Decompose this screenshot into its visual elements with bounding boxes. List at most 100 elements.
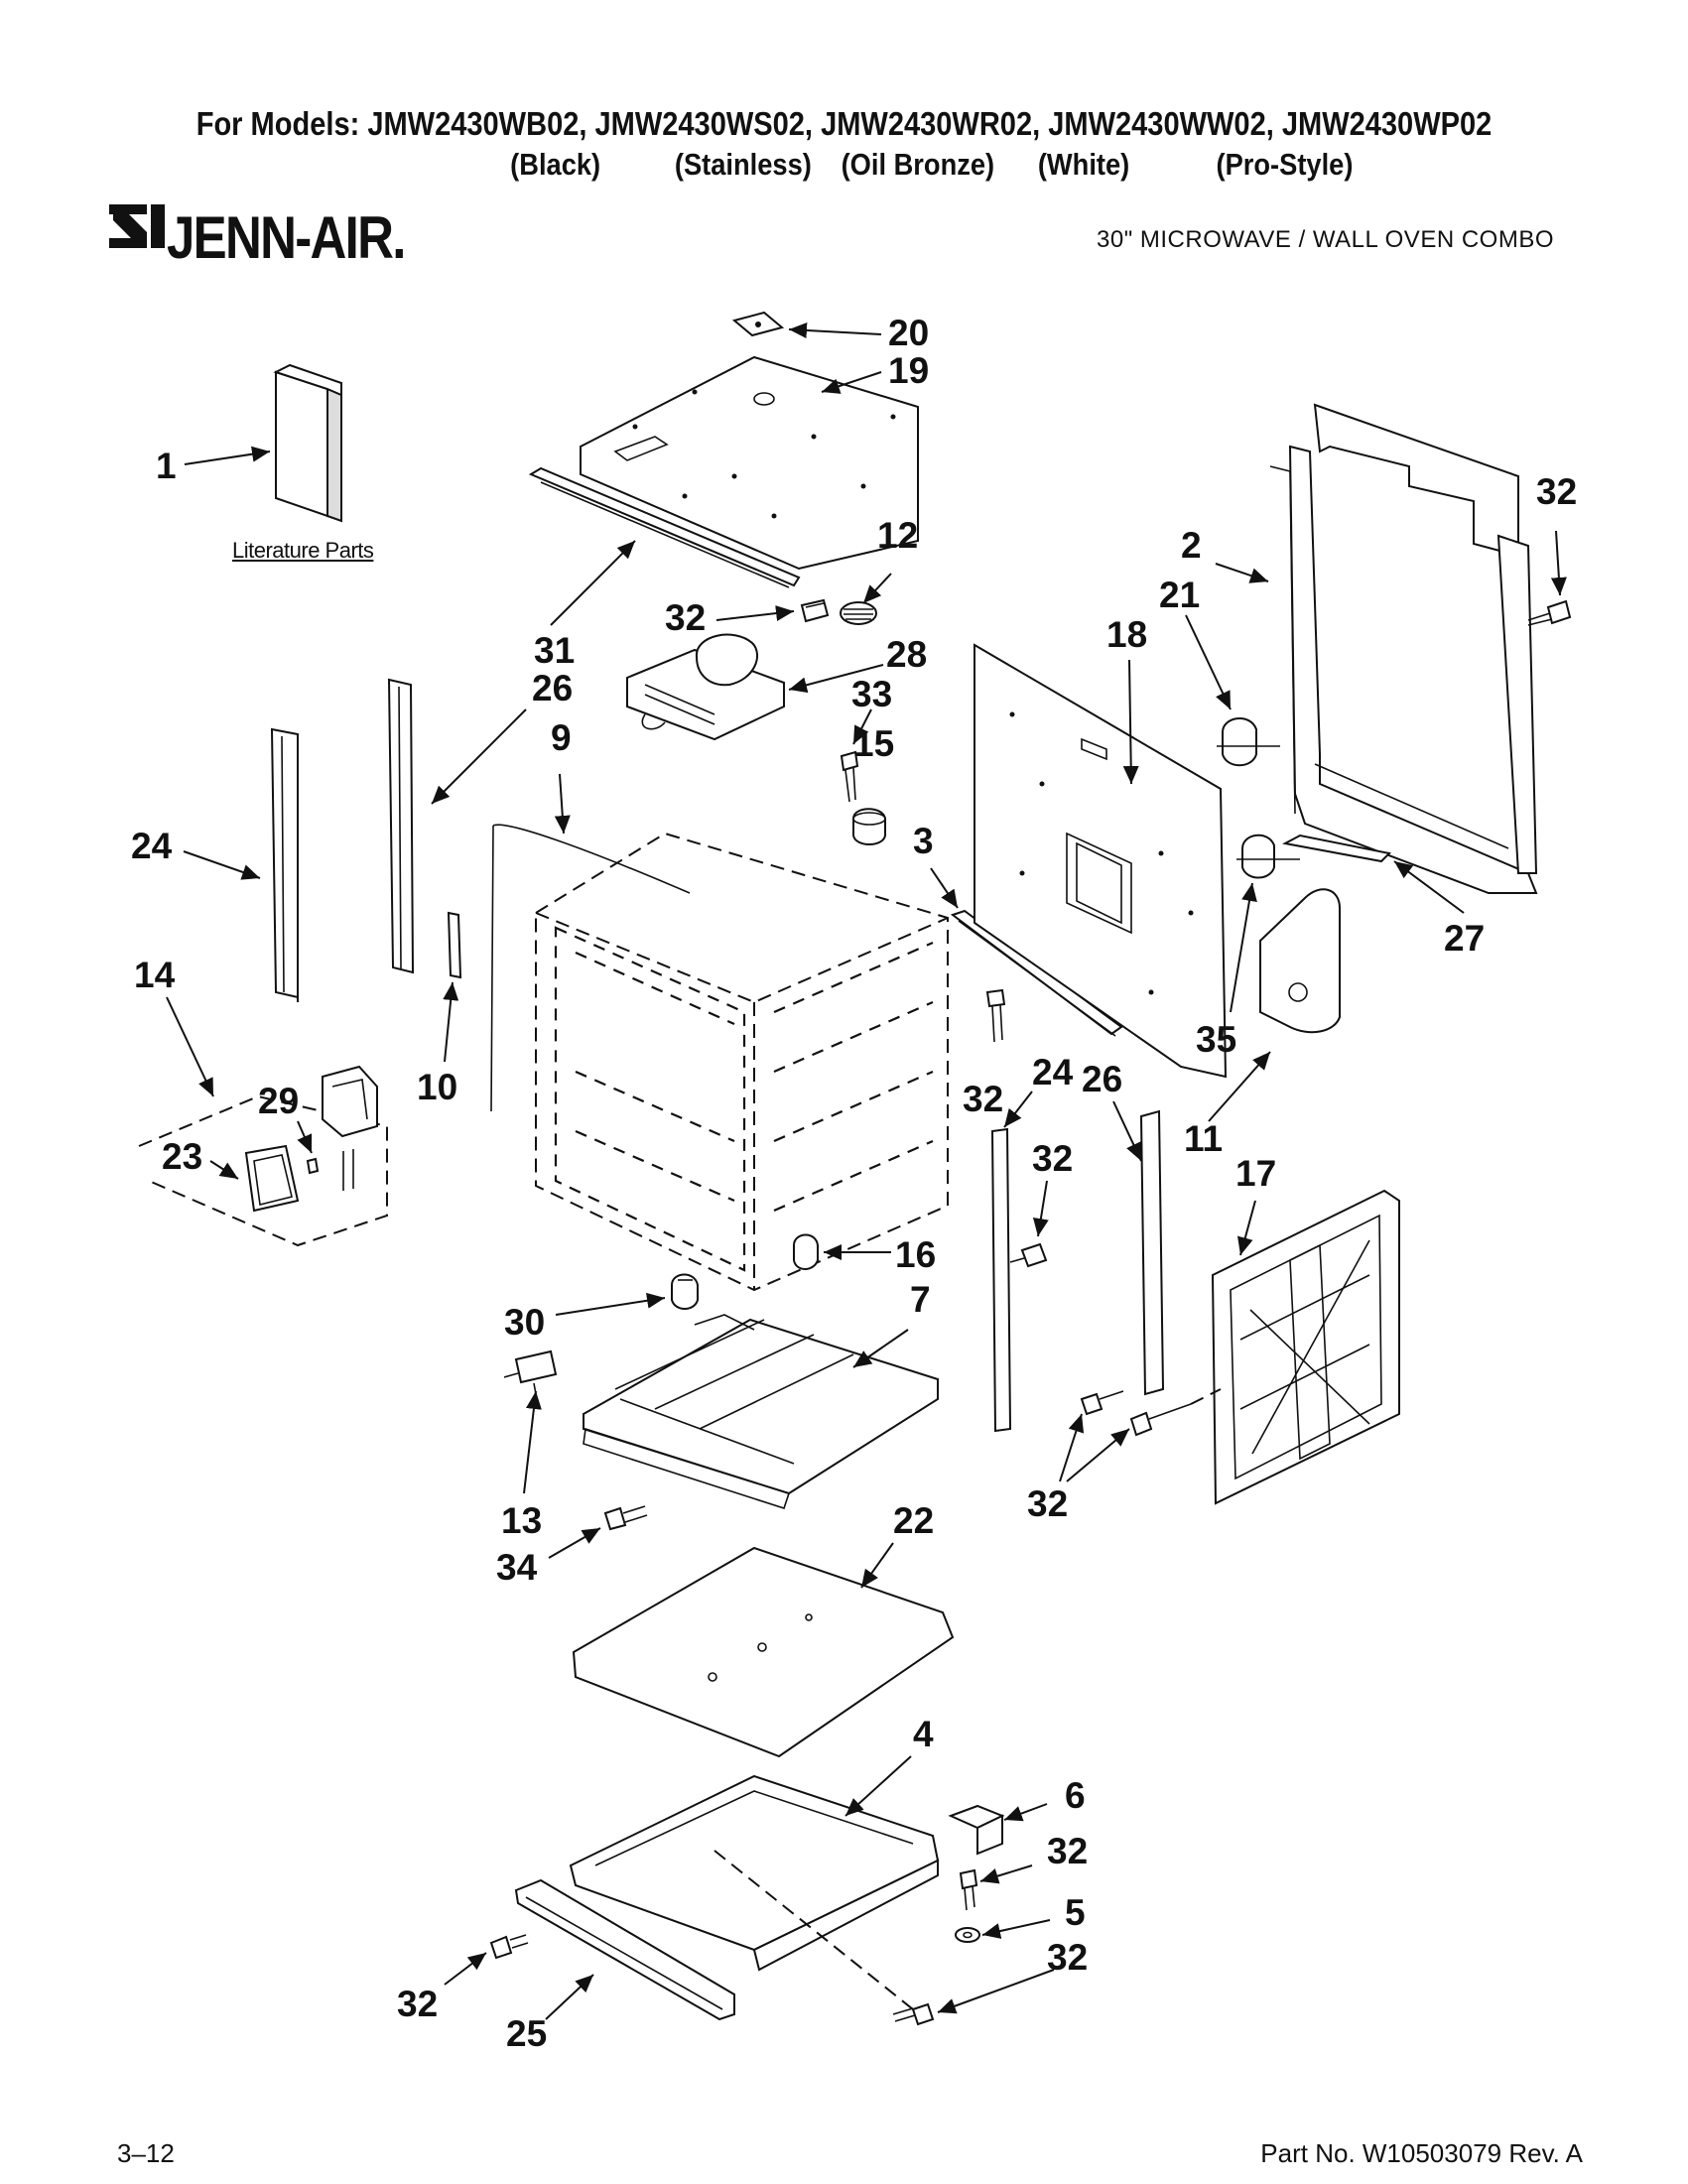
- page-number: 3–12: [117, 2138, 175, 2168]
- callout-7: 7: [910, 1279, 931, 1320]
- models-line: For Models: JMW2430WB02, JMW2430WS02, JM…: [195, 105, 1493, 142]
- callout-17: 17: [1235, 1153, 1276, 1194]
- callout-1: 1: [156, 446, 177, 486]
- part-5-washer: [955, 1927, 980, 1943]
- finish-pro-style: (Pro-Style): [1216, 147, 1354, 182]
- guide-line-door: [1190, 1388, 1222, 1405]
- callout-4: 4: [913, 1714, 934, 1754]
- callout-23: 23: [162, 1136, 202, 1177]
- part-6-bracket: [948, 1804, 1005, 1856]
- callout-33: 33: [851, 674, 892, 714]
- part-34-screw: [603, 1505, 648, 1531]
- leader-arrows: [166, 321, 1567, 2020]
- part-28-bracket-assembly: [626, 633, 785, 741]
- part-32-screws-lower: [1080, 1390, 1192, 1437]
- part-11-insulation: [1259, 888, 1341, 1034]
- callout-24-b: 24: [1032, 1052, 1074, 1092]
- part-32-screw-top: [800, 598, 830, 623]
- part-10-strip: [447, 911, 462, 979]
- part-3-bracket: [950, 909, 1123, 1037]
- part-4-base-pan: [569, 1774, 940, 1972]
- part-9-oven-cavity: [490, 824, 949, 1292]
- part-16-knob: [793, 1233, 819, 1270]
- part-26-brace-left: [387, 678, 415, 974]
- part-20-plate: [731, 311, 785, 337]
- part-25-rail: [514, 1878, 735, 2021]
- callout-labels: 1 20 19 12 32 31 26 28 33 15 9 24 3 18 2…: [131, 313, 1577, 2054]
- callout-32-d: 32: [963, 1079, 1003, 1119]
- part-35-thermostat: [1236, 834, 1300, 879]
- part-22-bottom-panel: [572, 1546, 955, 1758]
- callout-31: 31: [534, 630, 575, 671]
- diagram-subtitle: 30" MICROWAVE / WALL OVEN COMBO: [1097, 226, 1554, 253]
- brand-logo-text: JENN-AIR.: [167, 204, 406, 271]
- finish-stainless: (Stainless): [674, 147, 812, 182]
- callout-32-c: 32: [1032, 1138, 1073, 1179]
- part-13-switch: [503, 1349, 558, 1395]
- part-21-thermostat: [1217, 717, 1280, 767]
- part-18-side-panel: [974, 643, 1228, 1079]
- callout-32-b: 32: [1536, 471, 1577, 512]
- callout-20: 20: [888, 313, 929, 353]
- callout-11: 11: [1184, 1118, 1223, 1159]
- part-2-back-panel: [1269, 403, 1538, 894]
- callout-9: 9: [551, 717, 572, 758]
- part-32-screw-bottom-left: [489, 1934, 529, 1960]
- part-26-brace-right: [1139, 1109, 1165, 1396]
- finish-white: (White): [1037, 147, 1130, 182]
- part-32-screw-mid: [985, 988, 1006, 1043]
- callout-10: 10: [417, 1067, 457, 1107]
- callout-18: 18: [1106, 614, 1147, 655]
- part-32-screw-bottom-a: [959, 1868, 978, 1911]
- callout-3: 3: [913, 821, 934, 861]
- part-32-screw-bottom-b: [892, 2002, 935, 2026]
- finish-oil-bronze: (Oil Bronze): [841, 147, 995, 182]
- part-31-front-rail: [528, 466, 801, 588]
- finish-black: (Black): [510, 147, 601, 182]
- callout-30: 30: [504, 1302, 545, 1343]
- part-24-brace-right: [990, 1127, 1012, 1433]
- part-32-screw-right: [1527, 599, 1572, 626]
- callout-13: 13: [501, 1500, 542, 1541]
- callout-6: 6: [1065, 1775, 1086, 1816]
- callout-21: 21: [1159, 575, 1200, 615]
- callout-34: 34: [496, 1547, 538, 1588]
- part-27-strip: [1282, 834, 1392, 863]
- part-19-top-panel: [580, 355, 919, 571]
- part-33-screw: [840, 750, 859, 803]
- part-literature-book: [273, 363, 342, 523]
- callout-5: 5: [1065, 1892, 1086, 1933]
- callout-26-b: 26: [1082, 1059, 1122, 1099]
- callout-32-e: 32: [1027, 1483, 1068, 1524]
- callout-16: 16: [895, 1234, 936, 1275]
- part-24-brace-left: [270, 727, 299, 999]
- callout-12: 12: [877, 515, 918, 556]
- part-17-door-frame: [1211, 1189, 1400, 1505]
- part-number: Part No. W10503079 Rev. A: [1260, 2138, 1583, 2168]
- callout-32-h: 32: [397, 1984, 438, 2024]
- callout-24-a: 24: [131, 826, 173, 866]
- callout-19: 19: [888, 350, 929, 391]
- part-15-cup: [852, 808, 886, 845]
- part-30-knob: [671, 1273, 699, 1310]
- callout-32-f: 32: [1047, 1831, 1088, 1871]
- part-12-vent: [840, 601, 877, 625]
- part-7-tray: [583, 1314, 939, 1510]
- literature-parts-label: Literature Parts: [232, 538, 374, 563]
- callout-22: 22: [893, 1500, 934, 1541]
- part-14-terminal-box-group: [138, 1065, 388, 1247]
- callout-29: 29: [258, 1081, 299, 1121]
- finish-row: (Black) (Stainless) (Oil Bronze) (White)…: [101, 147, 1587, 187]
- callout-14: 14: [134, 955, 176, 995]
- callout-32-g: 32: [1047, 1937, 1088, 1978]
- callout-26-a: 26: [532, 668, 573, 708]
- callout-28: 28: [886, 634, 927, 675]
- callout-27: 27: [1444, 918, 1485, 959]
- callout-2: 2: [1181, 525, 1202, 566]
- callout-25: 25: [506, 2013, 547, 2054]
- jenn-air-logo-icon: [109, 204, 165, 248]
- callout-35: 35: [1196, 1019, 1236, 1060]
- callout-32-a: 32: [665, 597, 706, 638]
- part-32-screw-brace: [1009, 1242, 1048, 1268]
